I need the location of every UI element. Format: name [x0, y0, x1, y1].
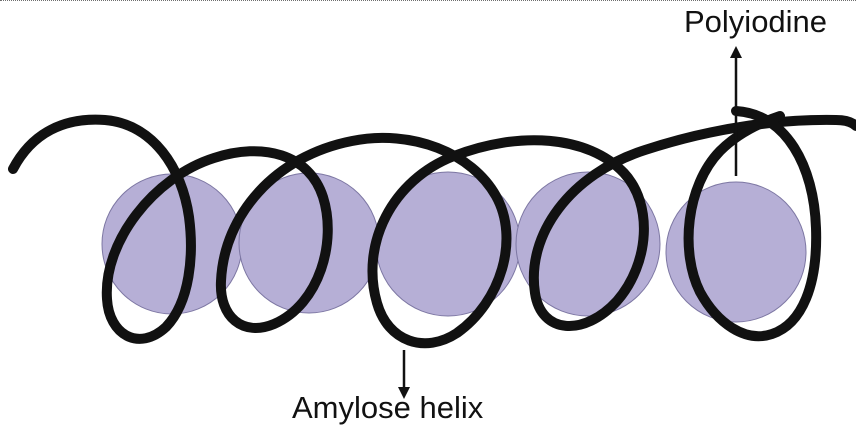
amylose-helix-label: Amylose helix — [292, 392, 483, 423]
polyiodine-label: Polyiodine — [684, 6, 827, 37]
